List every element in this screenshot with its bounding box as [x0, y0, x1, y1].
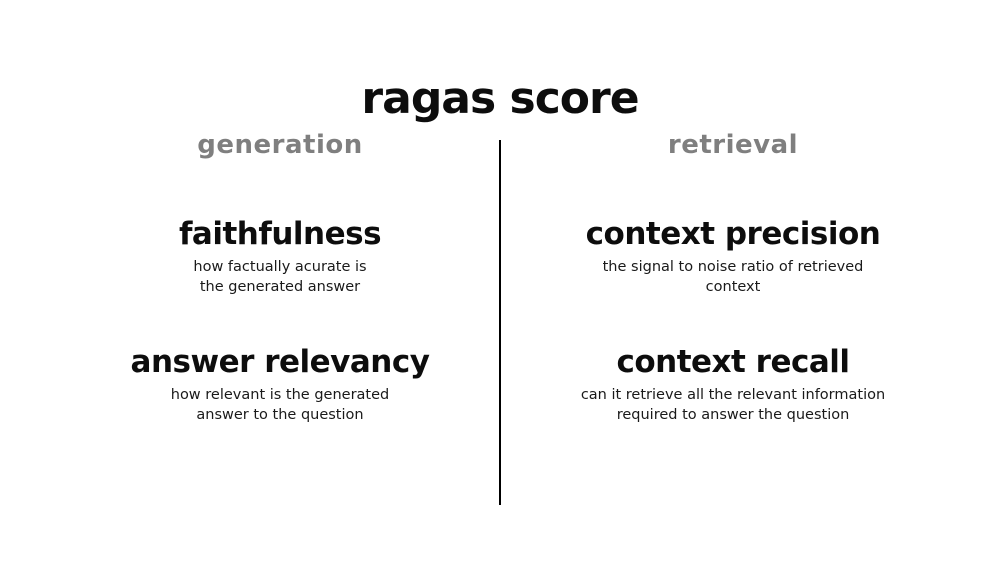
generation-column: generation faithfulness how factually ac… [55, 0, 505, 563]
metric-description: how relevant is the generated answer to … [170, 387, 390, 424]
metric-faithfulness: faithfulness how factually acurate is th… [55, 216, 505, 297]
retrieval-column: retrieval context precision the signal t… [508, 0, 958, 563]
metric-term: context recall [616, 344, 850, 380]
metric-term: answer relevancy [130, 344, 430, 380]
retrieval-column-header: retrieval [667, 130, 799, 160]
metric-answer-relevancy: answer relevancy how relevant is the gen… [55, 344, 505, 425]
metric-description: can it retrieve all the relevant informa… [580, 387, 886, 424]
metric-context-precision: context precision the signal to noise ra… [508, 216, 958, 297]
page-title: ragas score [361, 73, 639, 125]
generation-column-header: generation [197, 130, 363, 160]
metric-description: the signal to noise ratio of retrieved c… [602, 259, 864, 296]
metric-term: context precision [585, 216, 881, 252]
metric-description: how factually acurate is the generated a… [193, 259, 367, 296]
column-divider-line [499, 140, 501, 505]
metric-context-recall: context recall can it retrieve all the r… [508, 344, 958, 425]
metric-term: faithfulness [178, 216, 382, 252]
